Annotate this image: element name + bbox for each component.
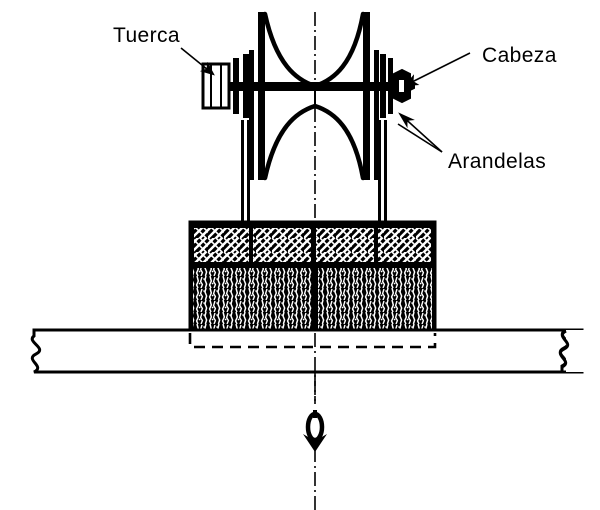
callout-arandelas-leader-lower xyxy=(397,123,443,153)
washer-left-inner xyxy=(243,54,249,118)
sheave-left-flange xyxy=(258,12,265,180)
block-aggregate-right xyxy=(318,268,432,330)
beam-right-break-zigzag xyxy=(558,329,570,369)
callout-cabeza[interactable]: Cabeza xyxy=(403,44,557,87)
vertical-support-rods xyxy=(241,120,387,232)
masonry-block xyxy=(188,220,437,335)
support-rod-left-a xyxy=(241,120,244,232)
bolt-head-highlight xyxy=(399,80,404,92)
support-rod-right-a xyxy=(378,120,381,232)
nut-body xyxy=(201,62,231,110)
beam-right-break-mask xyxy=(566,330,584,372)
dashed-embedded-outline xyxy=(188,333,437,349)
washer-left-outer xyxy=(233,58,239,114)
callout-cabeza-label: Cabeza xyxy=(482,44,557,67)
washer-right-outer xyxy=(388,58,393,114)
block-aggregate-left xyxy=(193,268,312,330)
sheave-right-flange xyxy=(363,12,370,180)
sheave-upper-groove-profile xyxy=(262,11,366,89)
block-course-4 xyxy=(378,228,431,262)
beam-body-left-break xyxy=(30,328,584,374)
callout-arandelas-label: Arandelas xyxy=(448,150,546,173)
support-rod-right-b xyxy=(384,120,387,232)
cable-sheave xyxy=(258,11,370,181)
callout-arandelas-leader-upper xyxy=(398,112,443,153)
block-course-2 xyxy=(253,228,311,262)
load-direction-arrow xyxy=(303,410,327,452)
bracket-plate-left xyxy=(249,50,254,180)
block-course-3 xyxy=(316,228,374,262)
washer-right-inner xyxy=(380,54,386,118)
nut-and-washers-left xyxy=(201,50,254,180)
block-course-1 xyxy=(194,228,249,262)
axle-bolt xyxy=(229,82,394,91)
callout-arandelas[interactable]: Arandelas xyxy=(397,112,546,173)
callout-tuerca-label: Tuerca xyxy=(113,24,180,47)
callout-tuerca-leader xyxy=(180,47,215,76)
support-rod-left-b xyxy=(247,120,250,232)
hidden-footprint-dashes xyxy=(188,333,437,349)
callout-cabeza-leader xyxy=(403,52,471,87)
bolt-shank xyxy=(229,82,394,91)
load-arrow-head xyxy=(303,434,327,452)
horizontal-beam xyxy=(30,328,584,374)
sheave-lower-groove-profile xyxy=(262,103,366,181)
bracket-plate-right xyxy=(374,50,379,180)
callout-tuerca[interactable]: Tuerca xyxy=(113,24,215,76)
